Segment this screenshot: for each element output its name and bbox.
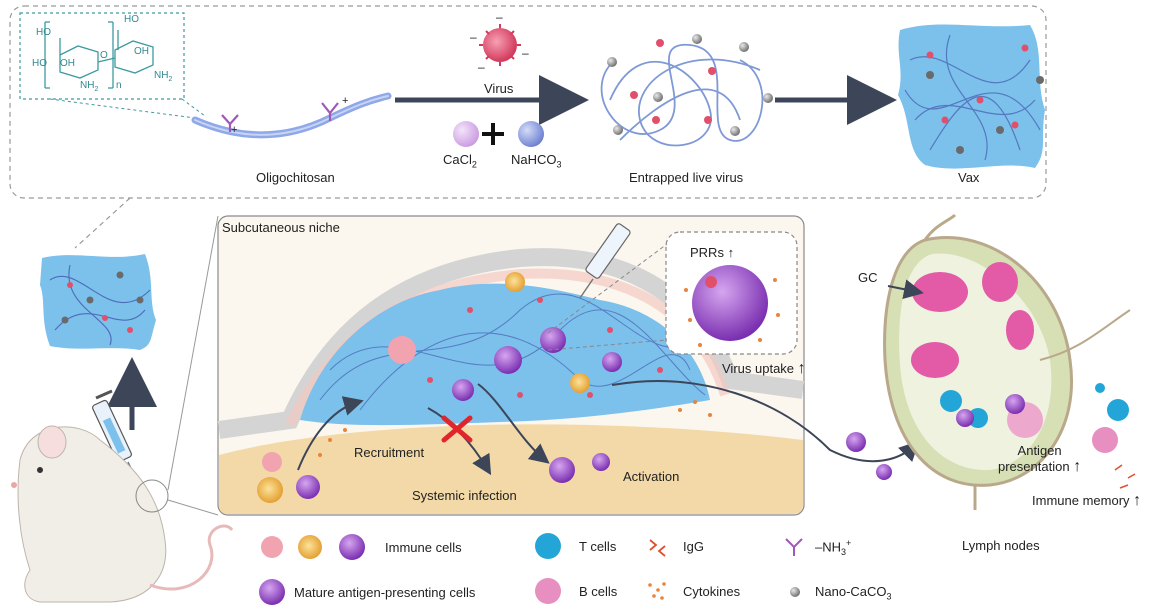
prrs-label: PRRs ↑ [690,245,735,260]
legend-nano-caco3-icon [790,587,800,597]
legend-nh3-label: –NH3+ [815,538,852,557]
niche-title: Subcutaneous niche [222,220,340,235]
cacl2-ball-icon [453,121,479,147]
plus-icon [482,123,504,145]
legend-mature-apc-label: Mature antigen-presenting cells [294,585,476,600]
legend-immune-cell-3-icon [339,534,365,560]
oligochitosan-chain [191,92,392,139]
chitosan-structure [44,21,154,89]
legend-immune-cell-2-icon [298,535,322,559]
formula-ho-2: HO [124,14,139,25]
nahco3-label: NaHCO3 [511,152,562,170]
arrow-activation [477,383,550,464]
gc-label: GC [858,270,878,285]
virus-icon [479,24,521,66]
gc-arrow [887,279,924,300]
virus-charge-2: – [470,30,477,44]
formula-ho-1: HO [36,27,51,38]
activation-label: Activation [623,469,680,484]
zoom-circle [135,479,169,513]
legend-nh3-icon [785,538,803,556]
legend-b-cell-icon [535,578,561,604]
virus-charge-4: – [478,60,485,74]
vax-label: Vax [958,170,980,185]
formula-ho-3: HO [32,58,47,69]
oligochitosan-label: Oligochitosan [256,170,335,185]
lymph-nodes-label: Lymph nodes [962,538,1040,553]
legend-immune-cells-label: Immune cells [385,540,462,555]
virus-charge-1: – [496,10,503,24]
legend-t-cells-label: T cells [579,539,617,554]
virus-uptake-label: Virus uptake ↑ [722,360,806,377]
cacl2-label: CaCl2 [443,152,477,170]
plus-charge-1: + [231,124,238,136]
legend-t-cell-icon [535,533,561,559]
legend-cytokines-label: Cytokines [683,584,741,599]
virus-charge-3: – [522,46,529,60]
legend-nano-caco3-label: Nano-CaCO3 [815,584,892,602]
skin-layer [219,424,803,514]
apc-cell-large [692,265,768,341]
plus-charge-2: + [342,95,349,107]
niche-syringe-icon [579,223,631,299]
legend-igg-label: IgG [683,539,704,554]
recruitment-label: Recruitment [354,445,425,460]
nh3-group-icon [221,102,339,132]
systemic-label: Systemic infection [412,488,517,503]
legend-b-cells-label: B cells [579,584,618,599]
formula-box [19,12,185,100]
blocked-x-icon [441,415,473,443]
legend-immune-cell-1-icon [261,536,283,558]
legend-cytokines-icon [648,582,666,600]
entrapped-label: Entrapped live virus [629,170,744,185]
legend-igg-icon [649,539,666,557]
legend-mature-apc-icon [259,579,285,605]
arrow-recruitment [297,396,364,471]
formula-n: n [116,80,122,91]
virus-label: Virus [484,81,514,96]
formula-oh-2: OH [134,46,149,57]
formula-oh-1: OH [60,58,75,69]
top-panel-border [9,5,1047,199]
arrow-to-lymph [611,380,920,463]
nahco3-ball-icon [518,121,544,147]
mouse-illustration [11,425,234,603]
entrapped-virus-network [600,44,764,147]
formula-nh2-1: NH2 [80,80,99,93]
formula-nh2-2: NH2 [154,70,173,83]
immune-memory-label: Immune memory ↑ [1032,492,1142,509]
formula-o: O [100,50,108,61]
